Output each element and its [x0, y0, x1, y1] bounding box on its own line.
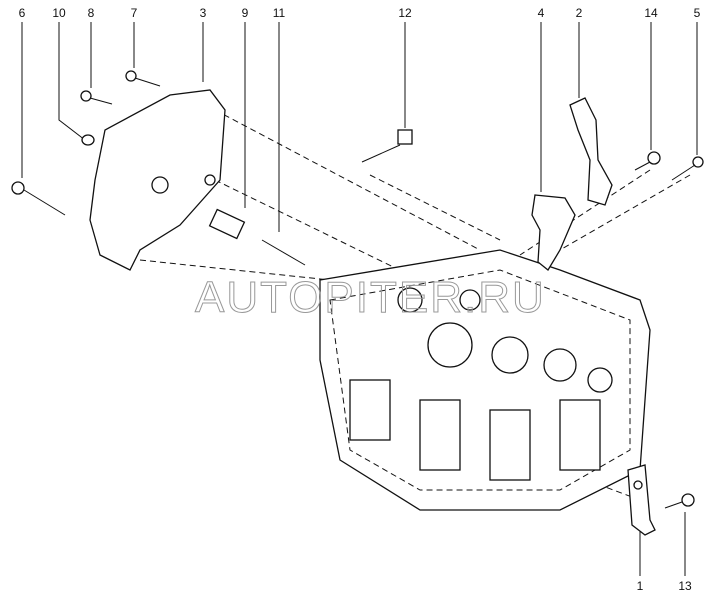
- stud-11: [261, 239, 306, 266]
- callout-6: 6: [19, 6, 26, 20]
- callout-labels: 6 10 8 7 3 9 11 12 4 2 14 5 1 13: [19, 6, 701, 593]
- bolt-13: [664, 493, 695, 509]
- watermark: AUTOPITER.RU: [195, 273, 546, 322]
- bolt-14: [634, 151, 661, 171]
- tensioner-lever-2: [569, 97, 613, 206]
- bracket-4: [531, 194, 576, 271]
- bushing-9: [208, 208, 246, 240]
- callout-3: 3: [200, 6, 207, 20]
- bolt-12: [361, 129, 413, 163]
- bolt-6: [11, 181, 66, 216]
- callout-13: 13: [678, 579, 692, 593]
- callout-11: 11: [273, 6, 286, 20]
- cover-hole: [204, 174, 216, 186]
- washer-10: [81, 134, 95, 146]
- callout-8: 8: [88, 6, 95, 20]
- lifting-eye-1: [627, 464, 656, 536]
- bolt-8: [80, 90, 113, 105]
- callout-1: 1: [637, 579, 644, 593]
- callout-5: 5: [694, 6, 701, 20]
- bolt-5: [671, 156, 704, 181]
- cover-boss: [151, 176, 169, 194]
- callout-2: 2: [576, 6, 583, 20]
- leader-lines: [21, 22, 698, 576]
- callout-7: 7: [131, 6, 138, 20]
- callout-9: 9: [242, 6, 249, 20]
- callout-12: 12: [398, 6, 412, 20]
- callout-10: 10: [52, 6, 66, 20]
- cylinder-head: [319, 249, 651, 511]
- callout-4: 4: [538, 6, 545, 20]
- callout-14: 14: [644, 6, 658, 20]
- bolt-7: [125, 70, 161, 87]
